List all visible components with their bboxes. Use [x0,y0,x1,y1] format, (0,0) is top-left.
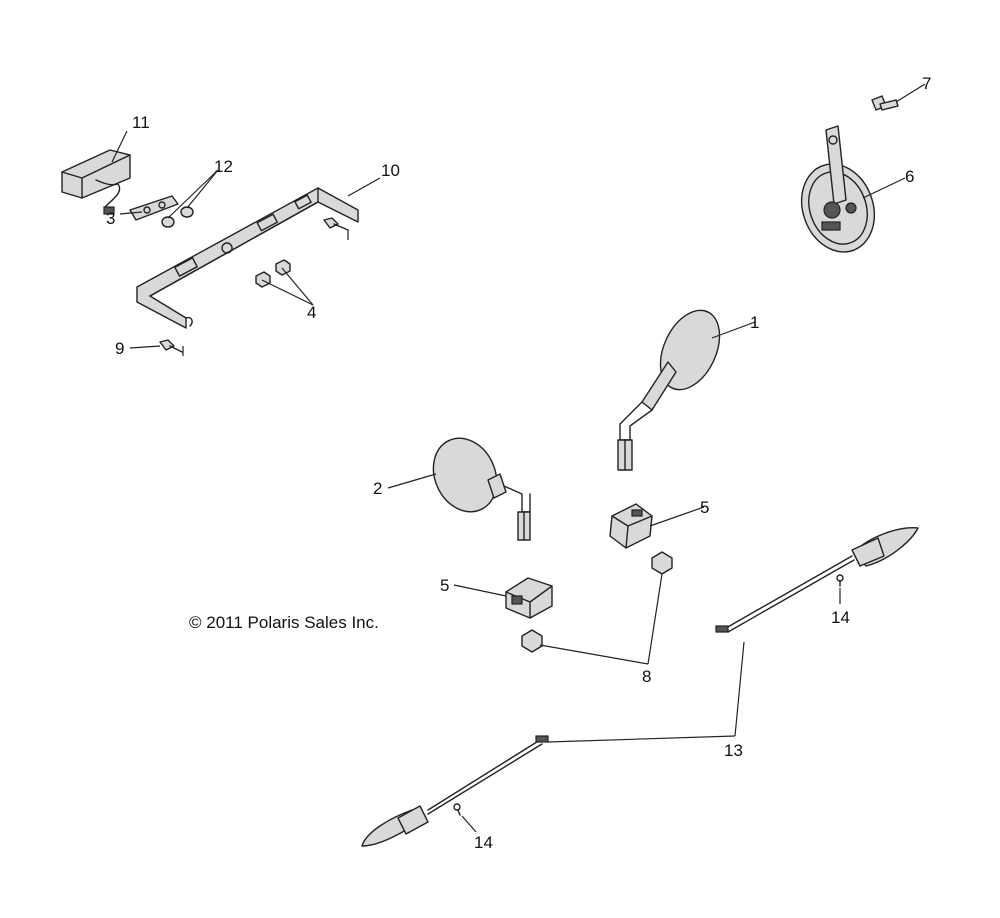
mirror-mount-upper [609,503,653,549]
callout-3: 3 [106,209,115,228]
horn [800,125,876,253]
callout-5b: 5 [440,576,449,595]
license-bracket [136,187,359,329]
leader-lines [111,83,926,833]
callout-6: 6 [905,167,914,186]
nuts-4 [255,259,291,288]
turn-signal-right [715,527,919,633]
callout-11: 11 [132,113,150,132]
mirror-mount-lower [505,577,553,619]
callout-7: 7 [922,74,931,93]
callout-14b: 14 [474,833,493,852]
callout-12: 12 [214,157,233,176]
callout-4: 4 [307,303,316,322]
callout-5a: 5 [700,498,709,517]
mirror-left [432,437,531,541]
horn-bolt [871,95,899,111]
callout-2: 2 [373,479,382,498]
screws-14 [453,574,844,816]
copyright-text: © 2011 Polaris Sales Inc. [189,613,379,632]
callout-10: 10 [381,161,400,180]
screws-9 [159,217,349,353]
callout-labels: 1 2 3 4 5 5 6 7 8 9 10 11 12 13 14 14 [106,74,931,852]
callout-8: 8 [642,667,651,686]
callout-1: 1 [750,313,759,332]
callout-13: 13 [724,741,743,760]
spacers [161,206,194,228]
nuts-8 [521,551,673,653]
callout-9: 9 [115,339,124,358]
mount-plate [129,195,179,221]
callout-14a: 14 [831,608,850,627]
license-light [61,149,131,215]
mirror-right [617,309,721,471]
turn-signal-left [361,735,549,847]
